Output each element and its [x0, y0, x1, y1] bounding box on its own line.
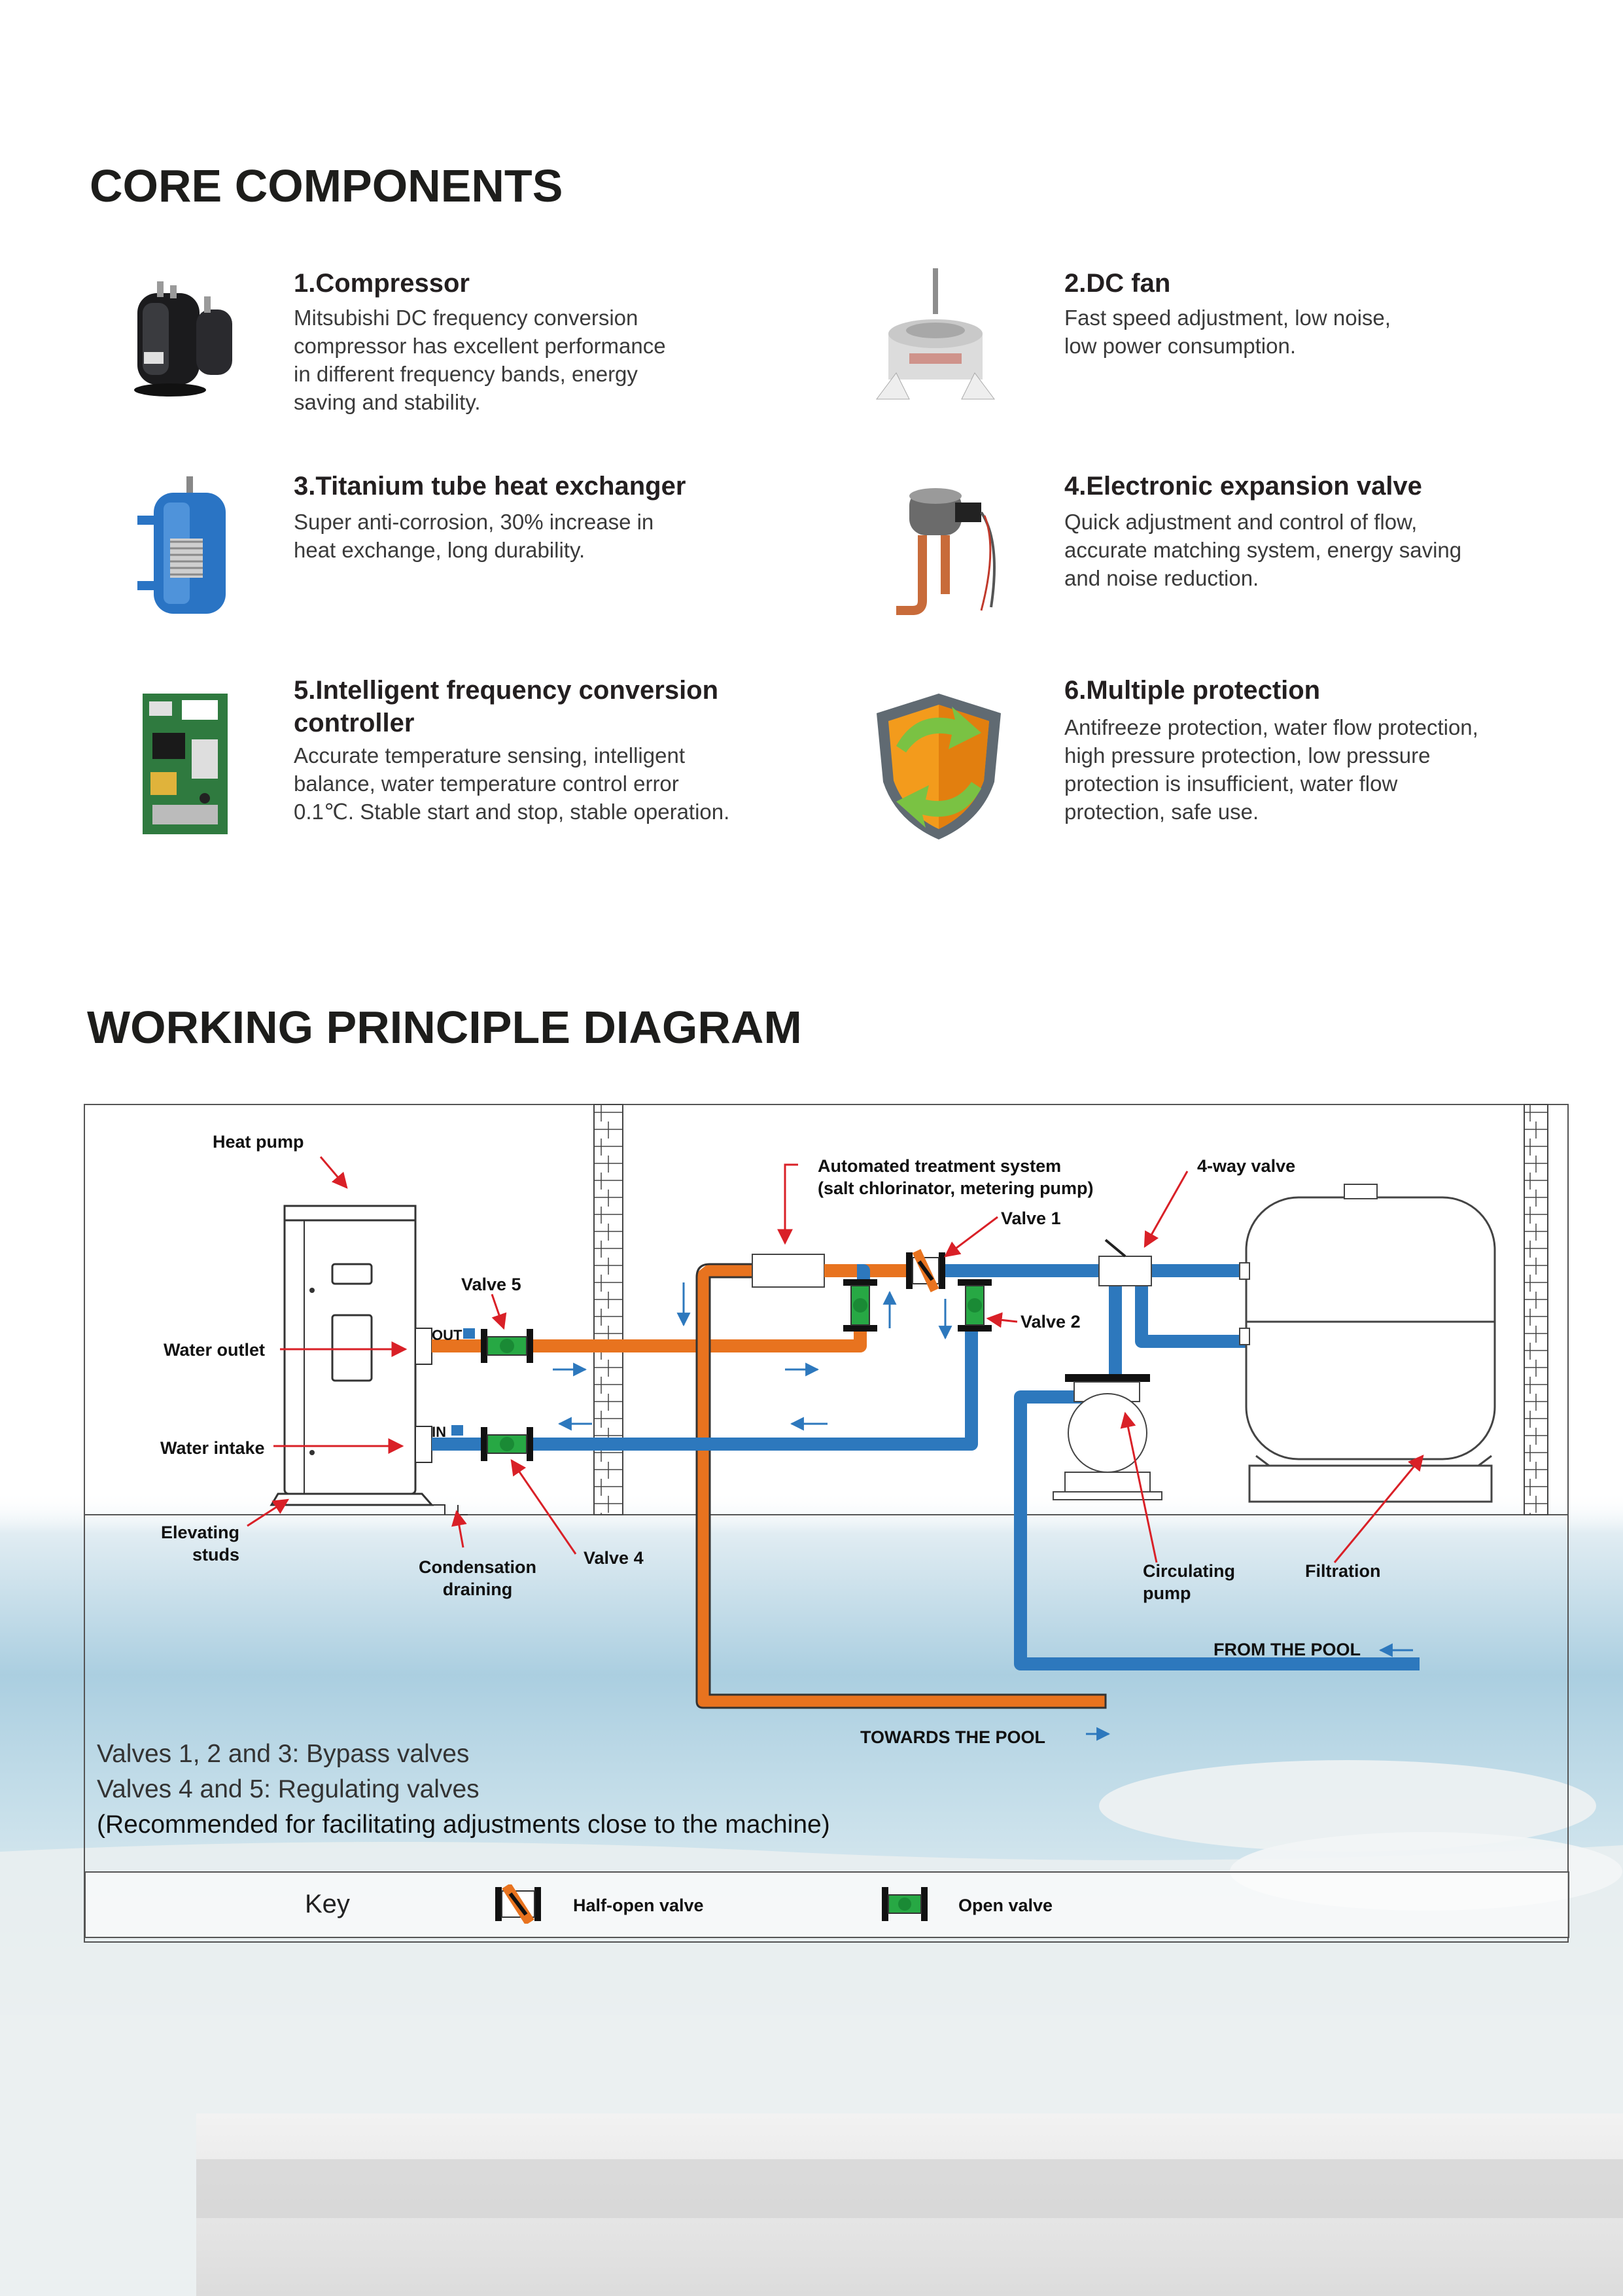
compressor-icon [134, 281, 232, 397]
valve-5 [481, 1329, 533, 1363]
expansion-valve-icon [896, 488, 996, 615]
heat-pump-unit [270, 1205, 468, 1515]
label-valve-2: Valve 2 [1021, 1312, 1081, 1332]
valve-1-half-open [906, 1249, 945, 1292]
dc-fan-description: Fast speed adjustment, low noise,low pow… [1064, 306, 1391, 358]
core-components-heading: CORE COMPONENTS [90, 160, 563, 211]
label-from-pool: FROM THE POOL [1213, 1640, 1361, 1659]
label-heat-pump: Heat pump [213, 1132, 304, 1152]
protection-description: Antifreeze protection, water flow protec… [1064, 715, 1478, 824]
label-towards-pool: TOWARDS THE POOL [860, 1727, 1046, 1747]
working-principle-heading: WORKING PRINCIPLE DIAGRAM [87, 1002, 802, 1053]
svg-text:IN: IN [432, 1424, 446, 1440]
expansion-valve-description: Quick adjustment and control of flow,acc… [1064, 510, 1462, 590]
key-box [84, 1871, 1569, 1938]
expansion-valve-title: 4.Electronic expansion valve [1064, 472, 1422, 501]
heat-exchanger-title: 3.Titanium tube heat exchanger [294, 472, 686, 501]
out-tag: OUT [432, 1327, 475, 1343]
compressor-title: 1.Compressor [294, 269, 470, 298]
note-regulating-valves: Valves 4 and 5: Regulating valves [97, 1775, 480, 1803]
half-open-valve-key-icon [495, 1884, 541, 1924]
valve-3 [843, 1279, 877, 1332]
in-tag: IN [432, 1424, 463, 1440]
open-valve-key-icon [882, 1887, 928, 1921]
label-filtration: Filtration [1305, 1561, 1381, 1581]
label-valve-1: Valve 1 [1001, 1209, 1061, 1228]
protection-title: 6.Multiple protection [1064, 676, 1321, 705]
circulating-pump [1053, 1374, 1162, 1500]
pointer-arrows [247, 1156, 1424, 1563]
four-way-valve [1098, 1239, 1152, 1286]
key-half-open-label: Half-open valve [573, 1896, 704, 1915]
note-recommendation: (Recommended for facilitating adjustment… [97, 1810, 830, 1839]
hot-pipe-outline [695, 1263, 1107, 1709]
treatment-system-box [752, 1254, 825, 1288]
shield-icon [877, 694, 1001, 839]
svg-text:OUT: OUT [432, 1327, 462, 1343]
heat-exchanger-icon [137, 476, 226, 614]
label-water-outlet: Water outlet [164, 1340, 265, 1360]
valve-4 [481, 1427, 533, 1461]
label-valve-5: Valve 5 [461, 1275, 521, 1294]
label-water-intake: Water intake [160, 1438, 265, 1458]
diagram-frame [84, 1104, 1569, 1943]
controller-description: Accurate temperature sensing, intelligen… [294, 743, 730, 824]
controller-board-icon [143, 694, 228, 834]
cold-water-pipes [432, 1264, 1420, 1670]
dc-fan-title: 2.DC fan [1064, 269, 1171, 298]
brick-wall-right [1524, 1104, 1548, 1515]
label-valve-4: Valve 4 [584, 1548, 644, 1568]
label-four-way-valve: 4-way valve [1197, 1156, 1296, 1176]
filtration-tank [1239, 1184, 1496, 1503]
label-treatment-system: Automated treatment system(salt chlorina… [818, 1156, 1094, 1198]
flow-arrows [553, 1282, 1413, 1741]
note-bypass-valves: Valves 1, 2 and 3: Bypass valves [97, 1740, 470, 1768]
valve-2 [958, 1279, 992, 1332]
key-title: Key [305, 1890, 350, 1918]
key-open-label: Open valve [958, 1896, 1053, 1915]
dc-fan-icon [876, 268, 995, 400]
